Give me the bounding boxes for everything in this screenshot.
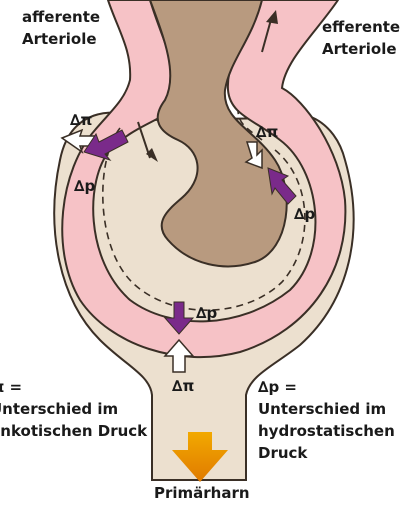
right-delta-p-symbol: ∆p xyxy=(294,206,315,222)
bottom-delta-pi-symbol: ∆π xyxy=(172,378,194,394)
delta-p-definition-line4: Druck xyxy=(258,444,307,462)
efferent-label-line1: efferente xyxy=(322,18,400,36)
left-delta-p-symbol: ∆p xyxy=(74,178,95,194)
delta-p-definition-line3: hydrostatischen xyxy=(258,422,395,440)
delta-p-definition-line1: ∆p = xyxy=(258,378,297,396)
bottom-delta-p-symbol: ∆p xyxy=(196,305,217,321)
primary-urine-label: Primärharn xyxy=(154,484,250,502)
afferent-label-line1: afferente xyxy=(22,8,100,26)
efferent-label-line2: Arteriole xyxy=(322,40,397,58)
delta-pi-definition-line3: onkotischen Druck xyxy=(0,422,147,440)
delta-pi-definition-line1: ∆π = xyxy=(0,378,22,396)
delta-pi-definition-line2: Unterschied im xyxy=(0,400,118,418)
afferent-label-line2: Arteriole xyxy=(22,30,97,48)
right-delta-pi-symbol: ∆π xyxy=(256,124,278,140)
delta-p-definition-line2: Unterschied im xyxy=(258,400,386,418)
left-delta-pi-symbol: ∆π xyxy=(70,112,92,128)
